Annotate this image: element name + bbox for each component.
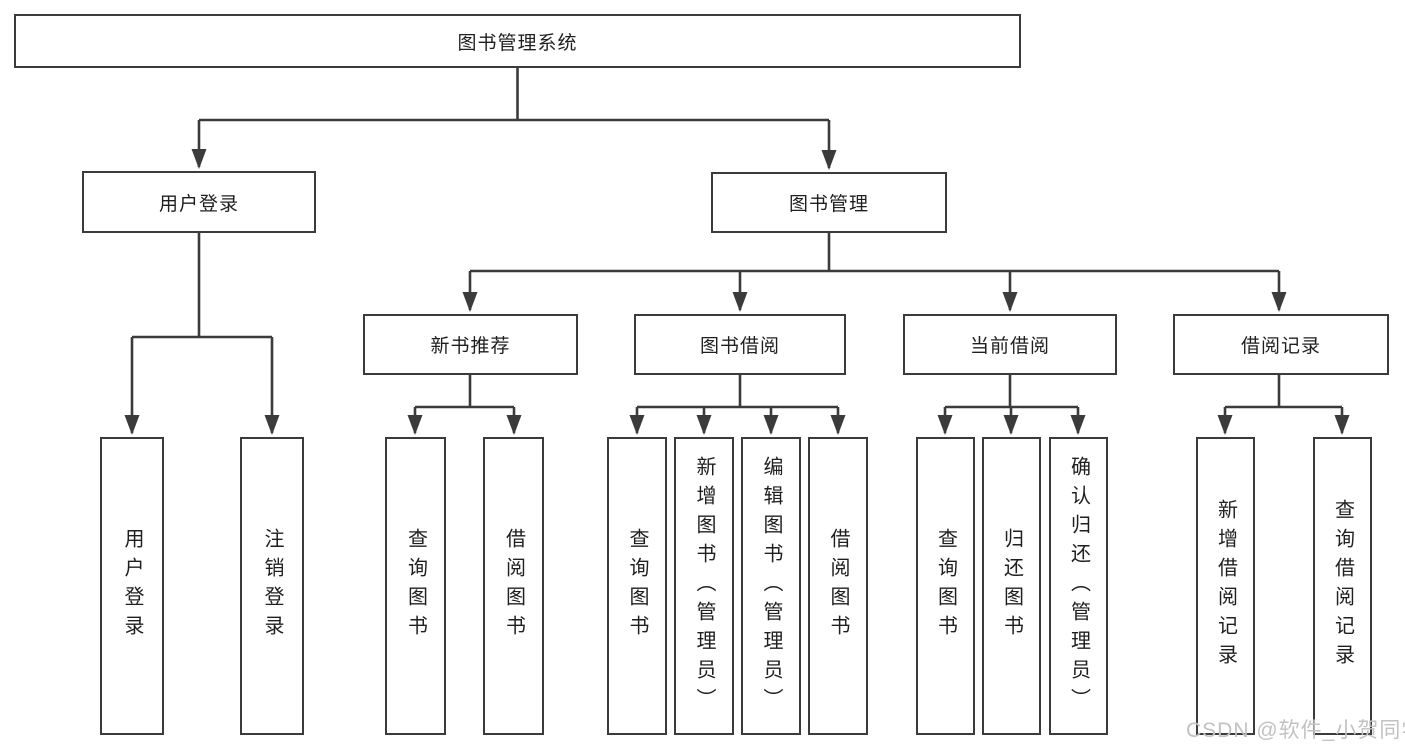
node-leaf-cb-return-label: 归还图书 bbox=[1000, 528, 1023, 644]
connector-borrow-to-leaves bbox=[629, 375, 846, 435]
connector-record-to-leaves bbox=[1217, 375, 1350, 435]
node-leaf-nb-borrow: 借阅图书 bbox=[483, 437, 544, 735]
node-leaf-bb-borrow: 借阅图书 bbox=[808, 437, 868, 735]
node-leaf-cb-return: 归还图书 bbox=[982, 437, 1041, 735]
node-leaf-bb-query: 查询图书 bbox=[607, 437, 667, 735]
node-current-borrow-label: 当前借阅 bbox=[969, 336, 1050, 357]
node-leaf-bb-add-label: 新增图书（管理员） bbox=[693, 455, 715, 717]
node-leaf-br-add-label: 新增借阅记录 bbox=[1214, 499, 1237, 673]
node-root-label: 图书管理系统 bbox=[457, 32, 578, 54]
node-leaf-nb-query-label: 查询图书 bbox=[404, 528, 427, 644]
node-leaf-logout: 注销登录 bbox=[240, 437, 304, 735]
csdn-watermark: CSDN @软件_小贺同学 bbox=[1186, 719, 1405, 742]
connector-root-to-level1 bbox=[191, 68, 837, 170]
node-leaf-bb-add: 新增图书（管理员） bbox=[674, 437, 734, 735]
node-root: 图书管理系统 bbox=[14, 14, 1021, 68]
node-leaf-cb-query-label: 查询图书 bbox=[934, 528, 957, 644]
node-new-book-rec: 新书推荐 bbox=[363, 314, 578, 375]
node-user-login-label: 用户登录 bbox=[158, 193, 239, 215]
node-leaf-user-login: 用户登录 bbox=[100, 437, 164, 735]
node-book-mgmt-label: 图书管理 bbox=[788, 194, 869, 215]
node-leaf-cb-confirm-label: 确认归还（管理员） bbox=[1067, 455, 1090, 717]
node-leaf-br-add: 新增借阅记录 bbox=[1196, 437, 1255, 735]
node-leaf-bb-borrow-label: 借阅图书 bbox=[827, 528, 849, 644]
connector-userlogin-to-leaves bbox=[124, 233, 280, 435]
node-current-borrow: 当前借阅 bbox=[903, 314, 1117, 375]
connector-newbook-to-leaves bbox=[407, 375, 522, 435]
connector-current-to-leaves bbox=[937, 375, 1086, 435]
node-leaf-bb-edit: 编辑图书（管理员） bbox=[741, 437, 801, 735]
node-leaf-nb-query: 查询图书 bbox=[385, 437, 446, 735]
node-borrow-record-label: 借阅记录 bbox=[1240, 336, 1321, 357]
node-book-borrow: 图书借阅 bbox=[634, 314, 846, 375]
node-leaf-cb-query: 查询图书 bbox=[916, 437, 975, 735]
node-leaf-nb-borrow-label: 借阅图书 bbox=[502, 528, 525, 644]
connector-bookmgmt-to-level2 bbox=[462, 233, 1287, 312]
node-leaf-user-login-label: 用户登录 bbox=[121, 528, 143, 644]
node-borrow-record: 借阅记录 bbox=[1173, 314, 1389, 375]
node-new-book-rec-label: 新书推荐 bbox=[430, 336, 511, 357]
node-leaf-bb-edit-label: 编辑图书（管理员） bbox=[760, 455, 782, 717]
node-leaf-logout-label: 注销登录 bbox=[261, 528, 283, 644]
node-leaf-br-query: 查询借阅记录 bbox=[1313, 437, 1372, 735]
node-leaf-cb-confirm: 确认归还（管理员） bbox=[1049, 437, 1108, 735]
node-book-mgmt: 图书管理 bbox=[711, 172, 947, 233]
node-leaf-br-query-label: 查询借阅记录 bbox=[1331, 499, 1354, 673]
node-leaf-bb-query-label: 查询图书 bbox=[626, 528, 648, 644]
node-user-login: 用户登录 bbox=[82, 171, 316, 233]
node-book-borrow-label: 图书借阅 bbox=[699, 336, 780, 357]
